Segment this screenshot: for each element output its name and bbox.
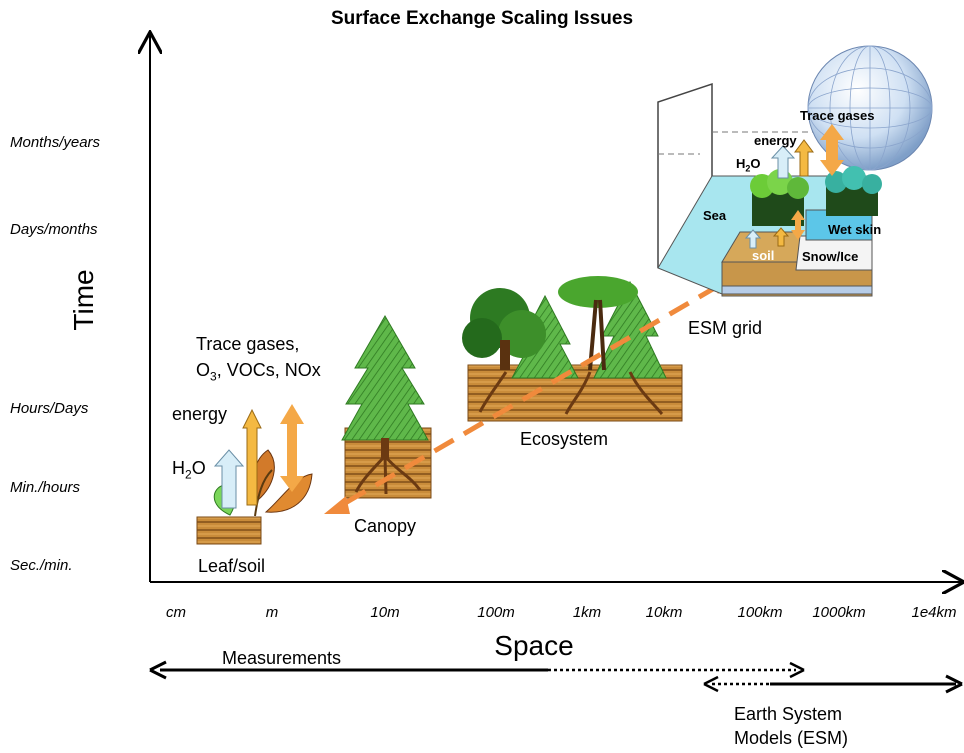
esm-grid-box: [657, 45, 933, 297]
ecosystem-illustration: [462, 276, 683, 422]
soil-label: soil: [752, 248, 775, 263]
axes: [150, 34, 962, 582]
grid-energy-label: energy: [754, 133, 797, 148]
diagram-title: Surface Exchange Scaling Issues: [330, 8, 634, 29]
esm-range-label-line2: Models (ESM): [734, 728, 849, 748]
range-arrows: [149, 660, 963, 694]
x-tick-10km: 10km: [645, 604, 683, 621]
snow-ice-label: Snow/Ice: [802, 249, 859, 264]
leaf-soil-illustration: [196, 449, 313, 545]
x-tick-m: m: [265, 604, 279, 621]
x-tick-100m: 100m: [477, 604, 515, 621]
canopy-label: Canopy: [354, 516, 417, 536]
x-tick-10m: 10m: [370, 604, 400, 621]
measurements-label: Measurements: [222, 648, 342, 668]
x-tick-1km: 1km: [572, 604, 602, 621]
y-axis-title: Time: [68, 269, 99, 331]
trace-gases-label: Trace gases,: [196, 334, 300, 354]
y-tick-months-years: Months/years: [10, 134, 101, 151]
esm-range-label-line1: Earth System: [734, 704, 843, 724]
x-tick-1000km: 1000km: [812, 604, 866, 621]
x-tick-100km: 100km: [737, 604, 783, 621]
energy-label: energy: [172, 404, 228, 424]
wet-skin-label: Wet skin: [828, 222, 882, 237]
h2o-label: H2O: [172, 458, 206, 482]
esm-grid-label: ESM grid: [688, 318, 763, 338]
leaf-flux-arrows: [213, 404, 304, 509]
y-tick-days-months: Days/months: [10, 221, 98, 238]
grid-h2o-label: H2O: [736, 156, 761, 174]
x-tick-1e4km: 1e4km: [911, 604, 957, 621]
trace-gases-species-label: O3, VOCs, NOx: [196, 360, 321, 384]
leaf-soil-label: Leaf/soil: [198, 556, 266, 576]
y-tick-hours-days: Hours/Days: [10, 400, 89, 417]
canopy-illustration: [341, 314, 432, 499]
grid-trace-gases-label: Trace gases: [800, 108, 875, 123]
y-tick-sec-min: Sec./min.: [10, 557, 73, 574]
sea-label: Sea: [703, 208, 727, 223]
x-tick-cm: cm: [166, 604, 186, 621]
ecosystem-label: Ecosystem: [520, 429, 609, 449]
y-tick-min-hours: Min./hours: [10, 479, 81, 496]
x-axis-title: Space: [494, 630, 574, 661]
